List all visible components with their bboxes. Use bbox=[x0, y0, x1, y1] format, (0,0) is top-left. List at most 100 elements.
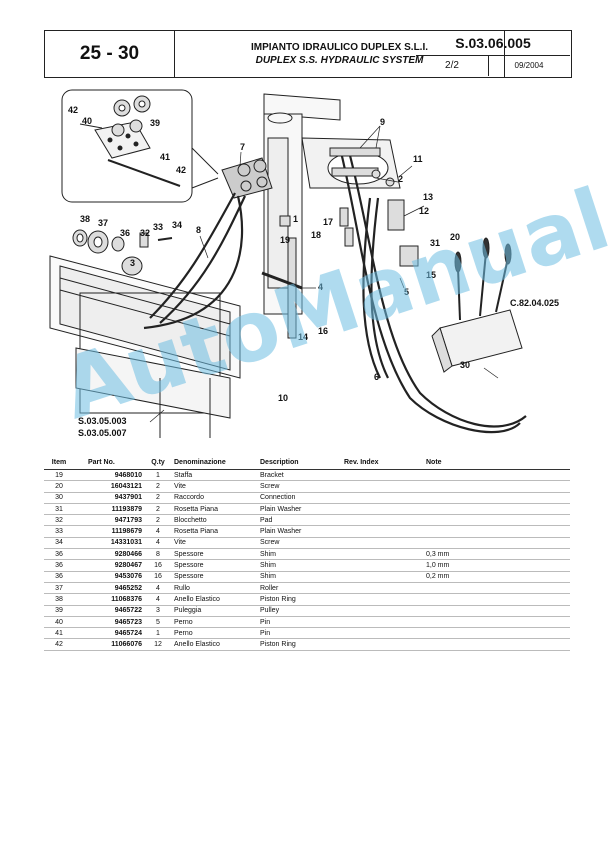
cell-desc: Plain Washer bbox=[258, 525, 342, 538]
cell-part-no: 14331031 bbox=[74, 537, 144, 550]
cell-item: 20 bbox=[44, 480, 74, 493]
cell-desc: Piston Ring bbox=[258, 593, 342, 606]
cell-note bbox=[424, 616, 570, 629]
col-item: Item bbox=[44, 455, 74, 470]
cell-rev bbox=[342, 537, 424, 550]
cell-desc: Roller bbox=[258, 582, 342, 595]
cell-rev bbox=[342, 605, 424, 617]
callout-42b: 42 bbox=[176, 165, 186, 175]
cell-den: Vite bbox=[172, 537, 258, 550]
cell-item: 39 bbox=[44, 605, 74, 617]
exploded-diagram: 42 40 39 41 42 7 9 11 2 13 12 31 20 38 3… bbox=[49, 89, 559, 438]
cell-desc: Pad bbox=[258, 514, 342, 527]
callout-14: 14 bbox=[298, 332, 308, 342]
cell-part-no: 9468010 bbox=[74, 469, 144, 482]
cell-note bbox=[424, 605, 570, 617]
cell-item: 40 bbox=[44, 616, 74, 629]
callout-42a: 42 bbox=[68, 105, 78, 115]
cell-desc: Bracket bbox=[258, 469, 342, 482]
callout-19: 19 bbox=[280, 235, 290, 245]
cell-item: 37 bbox=[44, 582, 74, 595]
cell-qty: 16 bbox=[144, 559, 172, 572]
cell-part-no: 9465722 bbox=[74, 605, 144, 617]
cell-rev bbox=[342, 480, 424, 493]
callout-4: 4 bbox=[318, 282, 323, 292]
cell-desc: Shim bbox=[258, 548, 342, 561]
cell-part-no: 9453076 bbox=[74, 571, 144, 583]
col-rev-index: Rev. Index bbox=[342, 455, 424, 470]
cell-rev bbox=[342, 492, 424, 504]
cell-rev bbox=[342, 559, 424, 572]
cell-den: Rosetta Piana bbox=[172, 525, 258, 538]
group-code: 25 - 30 bbox=[45, 31, 175, 77]
chain-pulley-block bbox=[221, 157, 273, 199]
cell-note bbox=[424, 469, 570, 482]
cell-den: Staffa bbox=[172, 469, 258, 482]
page-number: 2/2 bbox=[416, 55, 489, 76]
cell-item: 31 bbox=[44, 503, 74, 516]
cell-item: 36 bbox=[44, 571, 74, 583]
cell-qty: 4 bbox=[144, 582, 172, 595]
cell-den: Vite bbox=[172, 480, 258, 493]
cell-rev bbox=[342, 627, 424, 640]
cell-den: Perno bbox=[172, 616, 258, 629]
cell-item: 30 bbox=[44, 492, 74, 504]
mast-frame bbox=[49, 255, 241, 438]
cell-note: 0,3 mm bbox=[424, 548, 570, 561]
cell-note bbox=[424, 503, 570, 516]
cell-den: Puleggia bbox=[172, 605, 258, 617]
callout-10: 10 bbox=[278, 393, 288, 403]
cell-qty: 1 bbox=[144, 627, 172, 640]
cell-note: 1,0 mm bbox=[424, 559, 570, 572]
cell-den: Rullo bbox=[172, 582, 258, 595]
cell-qty: 12 bbox=[144, 638, 172, 651]
callout-15: 15 bbox=[426, 270, 436, 280]
cell-qty: 16 bbox=[144, 571, 172, 583]
cell-qty: 2 bbox=[144, 514, 172, 527]
cell-note bbox=[424, 582, 570, 595]
col-denominazione: Denominazione bbox=[172, 455, 258, 470]
cell-desc: Screw bbox=[258, 537, 342, 550]
sheet-date: 09/2004 bbox=[514, 61, 544, 70]
detail-inset bbox=[61, 89, 193, 203]
cell-note bbox=[424, 627, 570, 640]
cell-qty: 2 bbox=[144, 480, 172, 493]
cell-rev bbox=[342, 593, 424, 606]
cell-qty: 5 bbox=[144, 616, 172, 629]
cell-rev bbox=[342, 469, 424, 482]
title-area: IMPIANTO IDRAULICO DUPLEX S.L.I. DUPLEX … bbox=[175, 31, 505, 77]
ref-s0305003: S.03.05.003 bbox=[78, 416, 127, 426]
cell-rev bbox=[342, 525, 424, 538]
cell-rev bbox=[342, 616, 424, 629]
cell-den: Perno bbox=[172, 627, 258, 640]
parts-table: Item Part No. Q.ty Denominazione Descrip… bbox=[44, 455, 570, 651]
cell-qty: 1 bbox=[144, 469, 172, 482]
table-header-row: Item Part No. Q.ty Denominazione Descrip… bbox=[44, 455, 570, 470]
hose-fittings bbox=[261, 147, 419, 339]
cell-desc: Shim bbox=[258, 571, 342, 583]
title-block: 25 - 30 IMPIANTO IDRAULICO DUPLEX S.L.I.… bbox=[44, 30, 572, 78]
callout-8: 8 bbox=[196, 225, 201, 235]
control-valve bbox=[431, 237, 523, 373]
callout-labels: 42 40 39 41 42 7 9 11 2 13 12 31 20 38 3… bbox=[68, 105, 559, 438]
cell-qty: 2 bbox=[144, 503, 172, 516]
cell-rev bbox=[342, 514, 424, 527]
cell-part-no: 9280466 bbox=[74, 548, 144, 561]
cell-note bbox=[424, 638, 570, 651]
cell-desc: Screw bbox=[258, 480, 342, 493]
cell-den: Anello Elastico bbox=[172, 638, 258, 651]
cell-part-no: 11193879 bbox=[74, 503, 144, 516]
cell-rev bbox=[342, 503, 424, 516]
cell-item: 32 bbox=[44, 514, 74, 527]
cell-den: Blocchetto bbox=[172, 514, 258, 527]
cell-part-no: 9471793 bbox=[74, 514, 144, 527]
cell-rev bbox=[342, 548, 424, 561]
